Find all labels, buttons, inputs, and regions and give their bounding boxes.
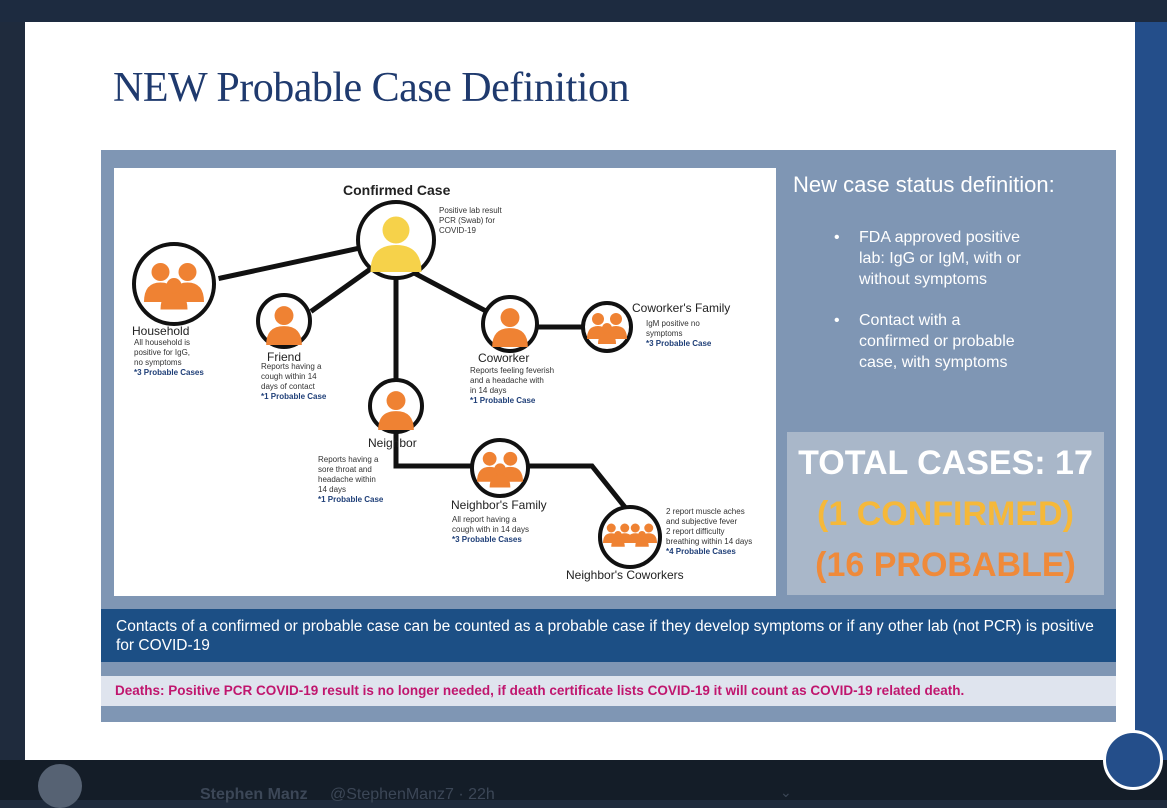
- household-note: All household is positive for IgG, no sy…: [134, 338, 204, 377]
- diagram-graphics: [132, 200, 662, 569]
- neighbors-coworkers-label: Neighbor's Coworkers: [566, 568, 684, 582]
- status-bullet-2: • Contact with a confirmed or probable c…: [834, 310, 1015, 373]
- link-family-coworkers: [527, 463, 628, 510]
- coworker-note: Reports feeling feverish and a headache …: [470, 366, 555, 405]
- status-bullet-2-text: Contact with a confirmed or probable cas…: [859, 312, 1015, 371]
- neighbor-note: Reports having a sore throat and headach…: [318, 455, 384, 504]
- contacts-definition-bar: Contacts of a confirmed or probable case…: [101, 609, 1116, 662]
- link-confirmed-friend: [309, 266, 373, 314]
- friend-note: Reports having a cough within 14 days of…: [261, 362, 327, 401]
- neighbor-label: Neighbor: [368, 436, 417, 450]
- neighbors-family-label: Neighbor's Family: [451, 498, 547, 512]
- tweet-author-name[interactable]: Stephen Manz: [200, 786, 308, 803]
- tweet-handle: @StephenManz7 · 22h: [330, 786, 495, 803]
- window-top-bar: [0, 0, 1167, 22]
- link-neighbor-family: [393, 433, 474, 469]
- contact-diagram: Confirmed Case Positive lab result PCR (…: [114, 168, 776, 596]
- floating-compose-button[interactable]: [1103, 730, 1163, 790]
- neighbors-coworkers-node: [598, 505, 662, 569]
- confirmed-case-note: Positive lab result PCR (Swab) for COVID…: [439, 206, 502, 235]
- bullet-dot: •: [834, 229, 840, 246]
- coworker-count: *1 Probable Case: [470, 396, 536, 405]
- deaths-definition-text: Deaths: Positive PCR COVID-19 result is …: [115, 683, 965, 698]
- slide-right-accent-band: [1135, 22, 1167, 760]
- coworkers-family-note: IgM positive no symptoms*3 Probable Case: [646, 319, 712, 348]
- coworker-node: [481, 295, 539, 353]
- link-confirmed-coworker: [412, 270, 488, 314]
- link-confirmed-household: [218, 245, 363, 281]
- neighbors-coworkers-count: *4 Probable Cases: [666, 547, 736, 556]
- neighbors-coworkers-note: 2 report muscle aches and subjective fev…: [666, 507, 753, 556]
- bullet-dot: •: [834, 312, 840, 329]
- tweet-header-strip: [0, 760, 1167, 800]
- confirmed-case-title: Confirmed Case: [343, 182, 451, 198]
- coworker-label: Coworker: [478, 351, 530, 365]
- friend-count: *1 Probable Case: [261, 392, 327, 401]
- total-cases-line: TOTAL CASES: 17: [798, 444, 1093, 482]
- friend-label: Friend: [267, 350, 302, 364]
- status-bullet-1-text: FDA approved positive lab: IgG or IgM, w…: [859, 229, 1021, 288]
- household-node: [132, 242, 216, 326]
- neighbors-family-node: [470, 438, 530, 498]
- neighbors-family-note: All report having a cough with in 14 day…: [452, 515, 529, 544]
- coworkers-family-count: *3 Probable Case: [646, 339, 712, 348]
- neighbor-node: [368, 378, 424, 434]
- coworkers-family-node: [581, 301, 633, 353]
- neighbors-family-count: *3 Probable Cases: [452, 535, 522, 544]
- deaths-definition-bar: Deaths: Positive PCR COVID-19 result is …: [101, 676, 1116, 706]
- friend-node: [256, 293, 312, 349]
- household-count: *3 Probable Cases: [134, 368, 204, 377]
- confirmed-cases-line: (1 CONFIRMED): [817, 495, 1074, 533]
- confirmed-case-node: [356, 200, 436, 280]
- household-label: Household: [132, 324, 190, 338]
- status-bullet-1: • FDA approved positive lab: IgG or IgM,…: [834, 227, 1021, 290]
- avatar[interactable]: [38, 764, 82, 808]
- total-cases-box: TOTAL CASES: 17 (1 CONFIRMED) (16 PROBAB…: [787, 432, 1104, 595]
- coworkers-family-label: Coworker's Family: [632, 301, 731, 315]
- neighbor-count: *1 Probable Case: [318, 495, 384, 504]
- slide-title: NEW Probable Case Definition: [113, 65, 629, 111]
- contacts-definition-text: Contacts of a confirmed or probable case…: [116, 618, 1094, 654]
- chevron-down-icon[interactable]: ⌄: [780, 784, 792, 800]
- status-definition-heading: New case status definition:: [793, 172, 1055, 197]
- probable-cases-line: (16 PROBABLE): [815, 546, 1076, 584]
